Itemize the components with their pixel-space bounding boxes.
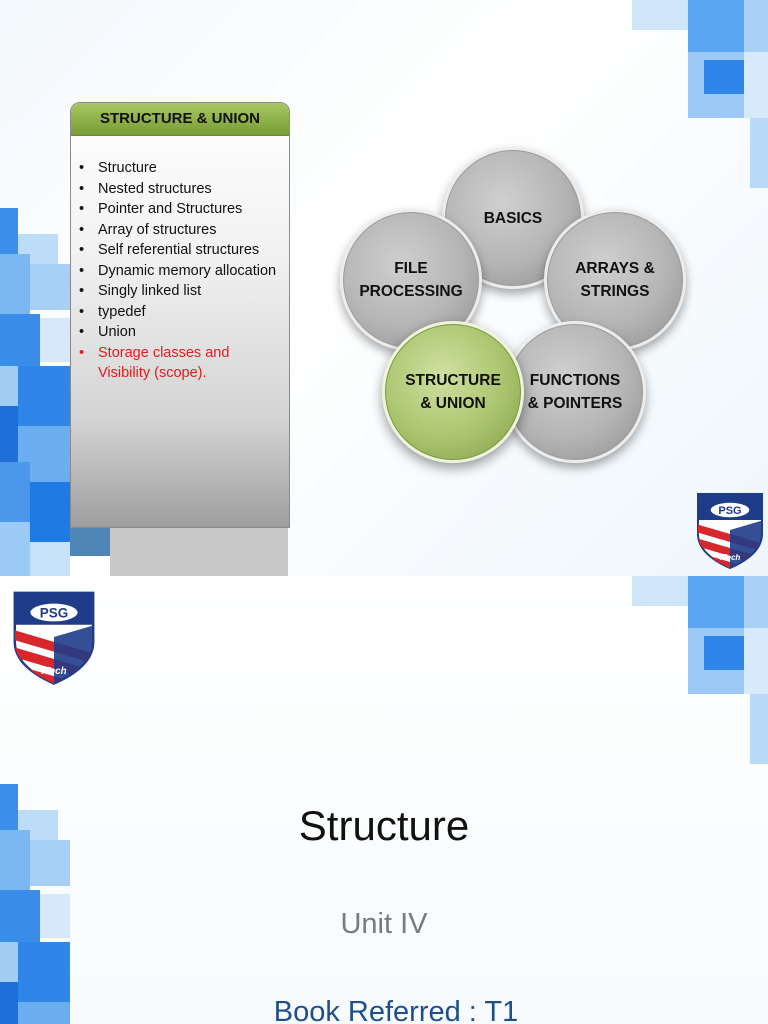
- circle-label-line: & POINTERS: [527, 395, 623, 412]
- decor-tile: [750, 694, 768, 764]
- topic-list: StructureNested structuresPointer and St…: [71, 158, 289, 384]
- decor-tile: [0, 208, 18, 254]
- decor-tile: [688, 576, 744, 628]
- topic-list-item: Pointer and Structures: [79, 199, 283, 220]
- decor-tile: [0, 406, 18, 462]
- decor-tile: [704, 636, 744, 670]
- decor-tile: [0, 784, 18, 830]
- circle-label-line: FILE: [394, 260, 428, 277]
- book-referred: Book Referred : T1: [273, 996, 519, 1024]
- decor-tile: [40, 894, 70, 938]
- decor-tile: [30, 264, 70, 310]
- topic-list-item: Structure: [79, 158, 283, 179]
- decor-tile: [0, 942, 18, 982]
- decor-tile: [744, 628, 768, 694]
- panel-header: STRUCTURE & UNION: [71, 103, 289, 136]
- decor-tile: [0, 254, 30, 314]
- logo-text-psg: PSG: [40, 605, 68, 620]
- circle-label: BASICS: [484, 207, 543, 230]
- topic-list-item: typedef: [79, 302, 283, 323]
- slide-1: STRUCTURE & UNION StructureNested struct…: [0, 0, 768, 576]
- topic-list-item: Union: [79, 322, 283, 343]
- topics-panel: STRUCTURE & UNION StructureNested struct…: [70, 102, 290, 528]
- decor-tile: [18, 366, 70, 426]
- circle-label: ARRAYS & STRINGS: [575, 257, 655, 303]
- decor-tile: [0, 522, 30, 576]
- logo-text-psg: PSG: [718, 505, 741, 517]
- decor-tile: [30, 840, 70, 886]
- decor-tile: [0, 830, 30, 890]
- decor-tile: [632, 576, 688, 606]
- circle-label-line: STRUCTURE: [405, 372, 501, 389]
- decor-tile: [0, 890, 40, 942]
- decor-tile: [632, 0, 688, 30]
- decor-tile: [30, 542, 70, 576]
- circle-structure-union: STRUCTURE & UNION: [382, 321, 524, 463]
- decor-tile: [110, 526, 288, 576]
- decor-tile: [744, 0, 768, 52]
- circle-label: FILE PROCESSING: [359, 257, 462, 303]
- decor-tile: [18, 942, 70, 1002]
- circle-label: FUNCTIONS & POINTERS: [528, 369, 623, 415]
- circle-label-line: PROCESSING: [359, 283, 463, 300]
- slide-subtitle: Unit IV: [340, 908, 428, 940]
- circle-label: STRUCTURE & UNION: [405, 369, 501, 415]
- decor-tile: [688, 0, 744, 52]
- decor-tile: [744, 576, 768, 628]
- decor-tile: [0, 462, 30, 522]
- circle-label-line: & UNION: [420, 395, 486, 412]
- topic-list-item: Storage classes and Visibility (scope).: [79, 343, 283, 384]
- circle-functions-pointers: FUNCTIONS & POINTERS: [504, 321, 646, 463]
- decor-tile: [70, 526, 110, 556]
- decor-tile: [704, 60, 744, 94]
- circle-label-line: ARRAYS &: [575, 260, 655, 277]
- decor-tile: [18, 1002, 70, 1024]
- decor-tile: [744, 52, 768, 118]
- circle-label-line: FUNCTIONS: [529, 372, 621, 389]
- decor-tile: [750, 118, 768, 188]
- decor-tile: [0, 982, 18, 1024]
- decor-tile: [0, 366, 18, 406]
- topic-list-item: Singly linked list: [79, 281, 283, 302]
- decor-tile: [30, 482, 70, 542]
- circle-label-line: BASICS: [483, 209, 543, 227]
- topic-list-item: Nested structures: [79, 179, 283, 200]
- psg-itech-logo: PSG iTech: [697, 493, 763, 570]
- topic-list-item: Self referential structures: [79, 240, 283, 261]
- psg-itech-logo: PSG iTech: [13, 591, 95, 685]
- slide-title: Structure: [298, 802, 470, 849]
- circle-label-line: STRINGS: [580, 283, 650, 300]
- decor-tile: [40, 318, 70, 362]
- logo-text-itech: iTech: [720, 553, 741, 562]
- logo-text-itech: iTech: [41, 666, 66, 677]
- slide-2: PSG iTech Structure Unit IV Book Referre…: [0, 576, 768, 1024]
- topic-list-item: Dynamic memory allocation: [79, 261, 283, 282]
- topic-list-item: Array of structures: [79, 220, 283, 241]
- decor-tile: [0, 314, 40, 366]
